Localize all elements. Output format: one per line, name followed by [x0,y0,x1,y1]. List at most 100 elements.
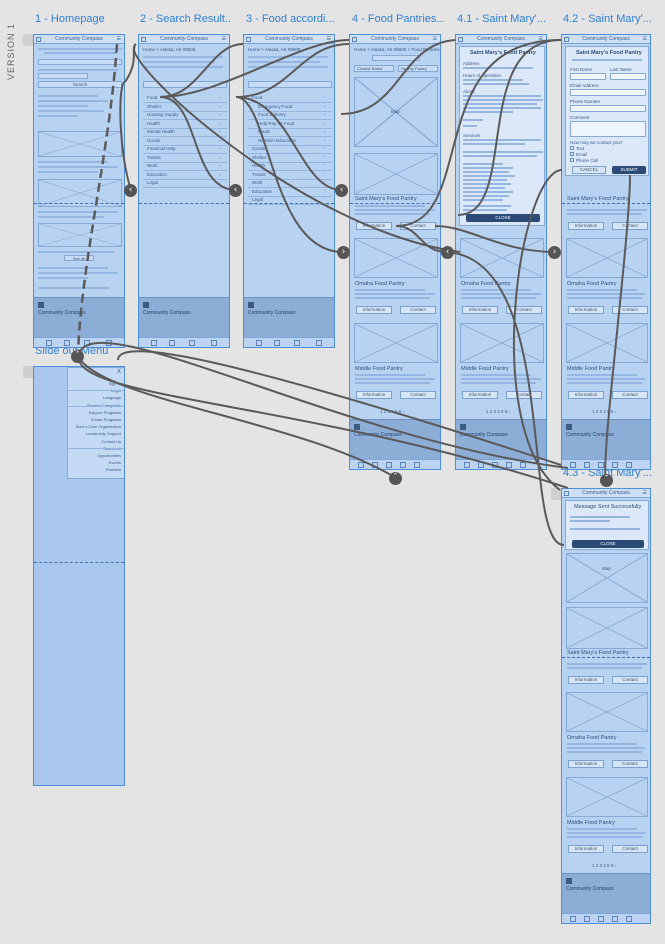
location-input[interactable] [38,59,122,65]
home-tab-icon[interactable] [256,340,262,346]
contact-button[interactable]: Contact [506,391,542,399]
menu-item[interactable]: Start a Care Organization [75,424,121,430]
type-filter[interactable]: Nearby Pantry [398,65,438,72]
search-tab-icon[interactable] [372,462,378,468]
more-tab-icon[interactable] [520,462,526,468]
saved-tab-icon[interactable] [598,462,604,468]
accordion-item[interactable]: Nutrition Education [258,137,297,143]
information-button[interactable]: Information [462,306,498,314]
category-item[interactable]: Work [147,163,158,168]
menu-icon[interactable]: ☰ [221,36,226,42]
category-item[interactable]: Education [147,171,168,177]
flow-nav-left-icon[interactable]: ‹ [441,246,454,259]
saved-tab-icon[interactable] [598,916,604,922]
information-button[interactable]: Information [568,760,604,768]
sort-filter[interactable]: Closest Rated [354,65,394,72]
profile-tab-icon[interactable] [400,462,406,468]
accordion-item[interactable]: Goods [252,146,266,151]
category-item[interactable]: Food [147,95,158,100]
contact-button[interactable]: Contact [612,760,648,768]
information-button[interactable]: Information [356,306,392,314]
information-button[interactable]: Information [568,391,604,399]
home-tab-icon[interactable] [46,340,52,346]
category-item[interactable]: Legal [147,180,159,185]
menu-icon[interactable]: ☰ [326,36,331,42]
search-tab-icon[interactable] [274,340,280,346]
profile-tab-icon[interactable] [106,340,112,346]
menu-icon[interactable]: ☰ [432,36,437,42]
menu-item[interactable]: Opportunities [97,453,121,458]
menu-item[interactable]: Create Programs [90,417,121,422]
saved-tab-icon[interactable] [492,462,498,468]
pagination[interactable]: 1 2 3 4 5 6 › [486,409,511,414]
category-item[interactable]: Transit [147,154,161,160]
category-item[interactable]: Shelter [147,103,162,109]
search-tab-icon[interactable] [584,462,590,468]
accordion-item[interactable]: Health [252,163,266,168]
home-tab-icon[interactable] [151,340,157,346]
information-button[interactable]: Information [462,391,498,399]
pagination[interactable]: 1 2 3 4 5 6 › [592,409,617,414]
home-tab-icon[interactable] [570,462,576,468]
search-input[interactable] [248,81,332,88]
profile-tab-icon[interactable] [211,340,217,346]
information-button[interactable]: Information [356,391,392,399]
information-button[interactable]: Information [356,222,392,230]
location-select[interactable] [372,55,420,61]
search-tab-icon[interactable] [64,340,70,346]
menu-icon[interactable]: ☰ [642,490,647,496]
home-tab-icon[interactable] [570,916,576,922]
menu-item[interactable]: Contact Us [101,438,121,444]
flow-nav-up-icon[interactable]: ˆ [389,472,402,485]
more-tab-icon[interactable] [414,462,420,468]
search-input[interactable] [143,81,227,88]
contact-button[interactable]: Contact [612,306,648,314]
contact-button[interactable]: Contact [400,222,436,230]
checkbox-phone[interactable]: Phone Call [570,158,598,163]
search-tab-icon[interactable] [169,340,175,346]
menu-item[interactable]: Events [108,460,121,466]
accordion-item[interactable]: Work [252,180,263,185]
menu-icon[interactable]: ☰ [642,36,647,42]
flow-nav-up-icon[interactable]: ˆ [71,350,84,363]
cancel-button[interactable]: CANCEL [572,166,606,174]
contact-button[interactable]: Contact [612,676,648,684]
flow-nav-left-icon[interactable]: ‹ [335,184,348,197]
phone-field[interactable] [570,105,646,112]
category-item[interactable]: Goods [147,137,161,143]
category-item[interactable]: Health [147,120,161,126]
more-tab-icon[interactable] [626,916,632,922]
email-field[interactable] [570,89,646,96]
accordion-item[interactable]: Shelter [252,154,267,160]
saved-tab-icon[interactable] [84,340,90,346]
profile-tab-icon[interactable] [506,462,512,468]
pagination[interactable]: 1 2 3 4 5 6 › [592,863,617,868]
first-name-field[interactable] [570,73,606,80]
profile-tab-icon[interactable] [612,462,618,468]
breadcrumb[interactable]: Home > Alaska, AK 99505 [143,47,196,52]
accordion-item[interactable]: Transit [252,171,266,177]
close-button[interactable]: CLOSE [572,540,644,548]
profile-tab-icon[interactable] [612,916,618,922]
information-button[interactable]: Information [568,222,604,230]
close-button[interactable]: CLOSE [466,214,540,222]
contact-button[interactable]: Contact [612,845,648,853]
submit-button[interactable]: SUBMIT [612,166,646,174]
checkbox-text[interactable]: Text [570,146,584,151]
information-button[interactable]: Information [568,306,604,314]
category-item[interactable]: Mental Health [147,129,175,134]
saved-tab-icon[interactable] [294,340,300,346]
menu-item[interactable]: Partners [105,467,121,473]
search-tab-icon[interactable] [478,462,484,468]
accordion-item[interactable]: Emergency Food [258,103,293,109]
flow-nav-left-icon[interactable]: ‹ [229,184,242,197]
saved-tab-icon[interactable] [386,462,392,468]
flow-nav-right-icon[interactable]: › [337,246,350,259]
flow-nav-left-icon[interactable]: ‹ [124,184,137,197]
menu-icon[interactable]: ☰ [116,36,121,42]
contact-button[interactable]: Contact [612,222,648,230]
home-tab-icon[interactable] [358,462,364,468]
accordion-item[interactable]: Help Pay for Food [258,120,295,126]
pagination[interactable]: 1 2 3 4 5 6 › [380,409,405,414]
breadcrumb[interactable]: Home > Alaska, AK 99505 > Food Pantries [354,47,440,52]
